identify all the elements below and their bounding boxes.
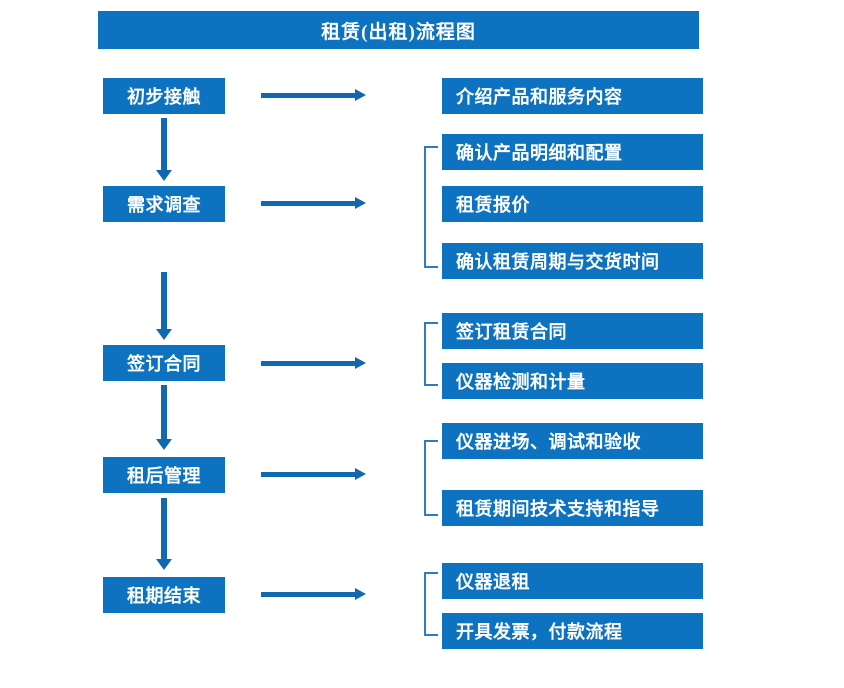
arrow-right-2: [261, 195, 366, 211]
group-bracket-5: [424, 572, 438, 636]
arrow-head: [156, 329, 172, 340]
arrow-shaft: [261, 472, 356, 477]
arrow-right-5: [261, 586, 366, 602]
arrow-head: [355, 89, 366, 101]
arrow-head: [355, 357, 366, 369]
arrow-head: [156, 439, 172, 450]
arrow-head: [355, 468, 366, 480]
flowchart-title: 租赁(出租)流程图: [98, 11, 699, 49]
arrow-right-4: [261, 466, 366, 482]
arrow-head: [355, 197, 366, 209]
arrow-down-3: [154, 385, 174, 450]
arrow-head: [156, 170, 172, 181]
arrow-head: [355, 588, 366, 600]
arrow-shaft: [261, 201, 356, 206]
detail-box-1-1[interactable]: 介绍产品和服务内容: [442, 78, 703, 114]
arrow-shaft: [161, 498, 167, 559]
stage-box-3[interactable]: 签订合同: [103, 345, 225, 381]
detail-box-2-3[interactable]: 确认租赁周期与交货时间: [442, 243, 703, 279]
arrow-head: [156, 559, 172, 570]
arrow-right-3: [261, 355, 366, 371]
stage-box-1[interactable]: 初步接触: [103, 78, 225, 114]
detail-box-4-1[interactable]: 仪器进场、调试和验收: [442, 423, 703, 459]
arrow-down-4: [154, 498, 174, 570]
group-bracket-3: [424, 322, 438, 386]
stage-box-5[interactable]: 租期结束: [103, 577, 225, 613]
detail-box-3-1[interactable]: 签订租赁合同: [442, 313, 703, 349]
arrow-right-1: [261, 87, 366, 103]
group-bracket-4: [424, 440, 438, 516]
detail-box-2-1[interactable]: 确认产品明细和配置: [442, 134, 703, 170]
arrow-shaft: [161, 385, 167, 439]
arrow-shaft: [161, 272, 167, 329]
arrow-shaft: [261, 592, 356, 597]
detail-box-5-1[interactable]: 仪器退租: [442, 563, 703, 599]
arrow-down-1: [154, 118, 174, 181]
arrow-shaft: [261, 93, 356, 98]
detail-box-4-2[interactable]: 租赁期间技术支持和指导: [442, 490, 703, 526]
detail-box-5-2[interactable]: 开具发票，付款流程: [442, 613, 703, 649]
detail-box-3-2[interactable]: 仪器检测和计量: [442, 363, 703, 399]
stage-box-4[interactable]: 租后管理: [103, 457, 225, 493]
arrow-shaft: [261, 361, 356, 366]
group-bracket-2: [424, 146, 438, 268]
detail-box-2-2[interactable]: 租赁报价: [442, 186, 703, 222]
arrow-shaft: [161, 118, 167, 170]
arrow-down-2: [154, 272, 174, 340]
stage-box-2[interactable]: 需求调查: [103, 186, 225, 222]
